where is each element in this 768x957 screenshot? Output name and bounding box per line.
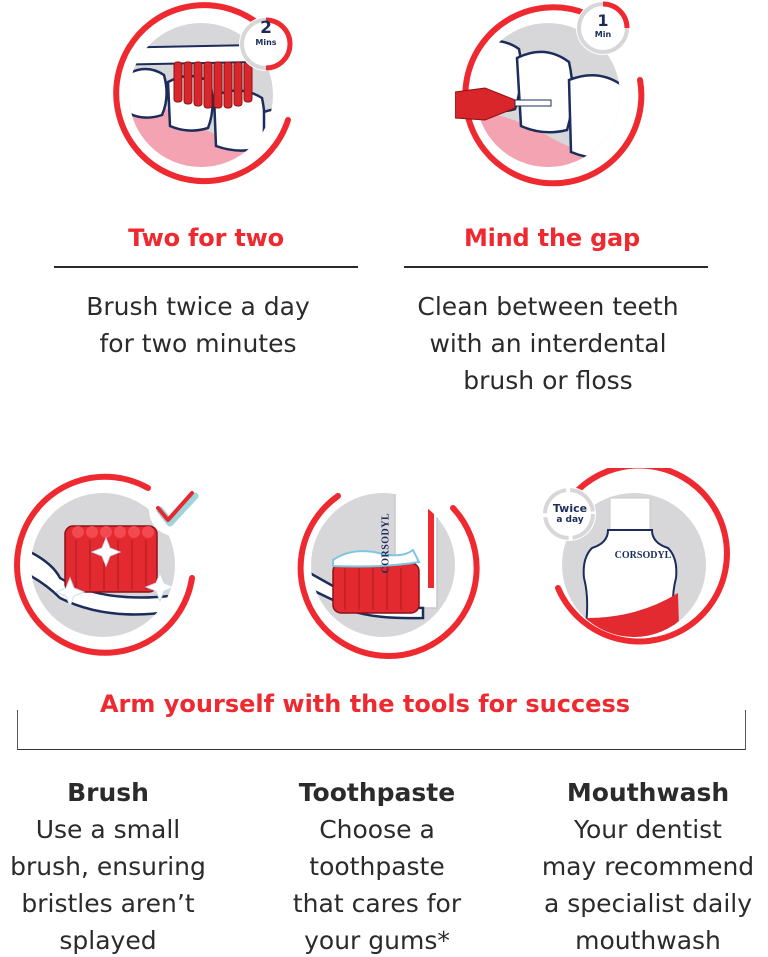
timer-unit: Mins: [255, 38, 277, 47]
tip-line: brush or floss: [463, 366, 633, 395]
tool-mouthwash: Mouthwash Your dentist may recommend a s…: [533, 774, 763, 957]
tip-line: Clean between teeth: [417, 292, 679, 321]
tip-description: Clean between teeth with an interdental …: [396, 288, 700, 399]
tool-line: that cares for: [292, 889, 462, 918]
timer-value: 2: [260, 18, 272, 38]
tip-title: Mind the gap: [463, 224, 641, 252]
timer-badge: 2 Mins: [246, 20, 286, 48]
toothpaste-illustration: [283, 468, 483, 663]
tool-line: a specialist daily: [543, 889, 753, 918]
tool-line: Choose a: [319, 815, 435, 844]
tool-title: Toothpaste: [298, 778, 456, 807]
tool-line: brush, ensuring: [10, 852, 206, 881]
tool-title: Mouthwash: [566, 778, 730, 807]
tool-line: splayed: [59, 926, 157, 955]
tool-line: Your dentist: [574, 815, 722, 844]
badge-line: Twice: [552, 502, 588, 515]
toothbrush-on-teeth-illustration: [106, 0, 306, 195]
tip-title: Two for two: [128, 224, 284, 252]
tip-line: Brush twice a day: [86, 292, 310, 321]
tool-brush: Brush Use a small brush, ensuring bristl…: [0, 774, 218, 957]
timer-value: 1: [597, 11, 609, 30]
tool-toothpaste: Toothpaste Choose a toothpaste that care…: [267, 774, 487, 957]
frequency-badge: Twice a day: [548, 503, 592, 526]
tool-line: toothpaste: [309, 852, 445, 881]
tip-line: with an interdental: [429, 329, 667, 358]
mouthwash-bottle-illustration: [538, 462, 748, 663]
timer-unit: Min: [594, 30, 612, 39]
tool-line: may recommend: [541, 852, 755, 881]
tool-title: Brush: [67, 778, 149, 807]
section-title: Arm yourself with the tools for success: [99, 690, 631, 718]
tool-line: mouthwash: [575, 926, 721, 955]
brand-logo: CORSODYL: [380, 512, 392, 574]
clean-toothbrush-checkmark-illustration: [10, 468, 210, 663]
tip-description: Brush twice a day for two minutes: [46, 288, 350, 362]
tool-line: Use a small: [35, 815, 181, 844]
badge-line: a day: [556, 515, 584, 525]
timer-badge: 1 Min: [583, 13, 623, 40]
tool-line: your gums*: [304, 926, 450, 955]
brand-logo: CORSODYL: [614, 550, 672, 561]
tip-line: for two minutes: [99, 329, 297, 358]
divider: [404, 266, 708, 268]
tool-line: bristles aren’t: [21, 889, 195, 918]
section-bracket: [17, 710, 746, 750]
interdental-brush-illustration: [454, 0, 655, 195]
divider: [54, 266, 358, 268]
